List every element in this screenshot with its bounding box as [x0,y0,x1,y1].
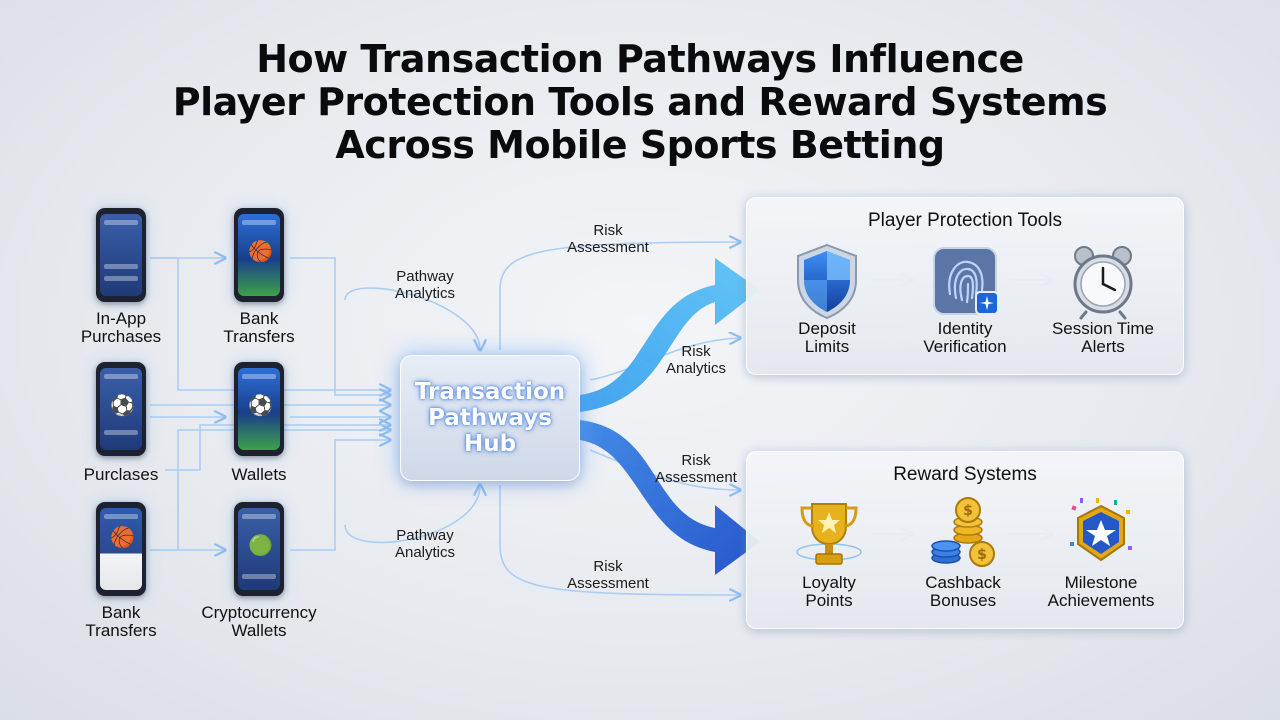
title-line-3: Across Mobile Sports Betting [335,123,945,167]
panel-title-rewards: Reward Systems [893,464,1037,485]
tool-label-line: Alerts [1081,337,1125,356]
flow-label-line: Analytics [665,360,727,377]
tool-label-line: Achievements [1047,591,1155,610]
tool-loyalty-points: Loyalty Points [759,490,899,622]
flow-label-line: Assessment [567,239,649,256]
transaction-pathways-hub: Transaction Pathways Hub [400,355,580,481]
coin-icon: 🟢 [248,535,273,557]
source-label-line: In-App [95,309,147,328]
fingerprint-icon [933,247,999,315]
source-label-line: Wallets [231,465,287,484]
source-label-line: Purchases [80,327,162,346]
source-label-bank-transfers-bottom: Bank Transfers [46,604,196,640]
hub-label: Transaction Pathways Hub [405,379,575,457]
hub-label-line: Pathways [428,405,552,431]
tool-label: Cashback Bonuses [893,574,1033,610]
flow-label-line: Analytics [394,285,456,302]
phone-in-app-purchases [96,208,146,302]
source-label-line: Transfers [223,327,295,346]
tool-label-line: Bonuses [929,591,997,610]
flow-label-line: Risk [681,452,711,469]
source-label-line: Bank [239,309,279,328]
hub-label-line: Transaction [414,379,566,405]
player-protection-panel: Player Protection Tools Deposit Limits [746,197,1184,375]
svg-text:$: $ [963,503,973,519]
arrow-to-rewards [580,420,760,575]
basketball-icon: 🏀 [110,527,135,549]
alarm-clock-icon [1073,246,1133,320]
page-title: How Transaction Pathways Influence Playe… [0,38,1280,167]
flow-label-line: Pathway [396,268,454,285]
phone-wallets: ⚽ [234,362,284,456]
soccer-ball-icon: ⚽ [110,395,135,417]
tool-label-line: Limits [804,337,850,356]
tool-cashback-bonuses: $ $ Cashback Bonuses [893,490,1033,622]
tool-identity-verification: Identity Verification [895,236,1035,368]
tool-label-line: Loyalty [802,573,856,592]
confetti [1070,498,1132,550]
flow-label-line: Risk [593,222,623,239]
basketball-icon: 🏀 [248,241,273,263]
shield-icon [797,243,857,320]
tool-label: Session Time Alerts [1033,320,1173,356]
source-label-line: Cryptocurrency [201,603,317,622]
tool-milestone-achievements: Milestone Achievements [1031,490,1171,622]
tool-deposit-limits: Deposit Limits [757,236,897,368]
tool-label-line: Session Time [1051,319,1155,338]
source-label-wallets: Wallets [184,466,334,484]
tool-session-time-alerts: Session Time Alerts [1033,236,1173,368]
source-label-line: Wallets [231,621,287,640]
star-badge-icon [1070,498,1132,562]
soccer-ball-icon: ⚽ [248,395,273,417]
tool-label: Milestone Achievements [1031,574,1171,610]
panel-title-protection: Player Protection Tools [868,210,1062,231]
phone-bank-transfers-bottom: 🏀 [96,502,146,596]
title-line-2: Player Protection Tools and Reward Syste… [172,80,1108,124]
flow-label-risk-assessment-mid: Risk Assessment [636,452,756,486]
tool-label-line: Verification [923,337,1007,356]
source-label-line: Transfers [85,621,157,640]
title-line-1: How Transaction Pathways Influence [256,37,1024,81]
tool-label: Loyalty Points [759,574,899,610]
flow-label-line: Assessment [655,469,737,486]
source-label-purclases: Purclases [46,466,196,484]
hub-label-line: Hub [463,431,517,457]
phone-bank-transfers-top: 🏀 [234,208,284,302]
tool-label-line: Deposit [798,319,856,338]
flow-label-line: Risk [681,343,711,360]
reward-systems-panel: Reward Systems Loyalty Points $ $ [746,451,1184,629]
flow-label-pathway-analytics-bottom: Pathway Analytics [365,527,485,561]
flow-label-line: Analytics [394,544,456,561]
flow-label-pathway-analytics-top: Pathway Analytics [365,268,485,302]
trophy-icon [796,503,862,565]
coins-icon: $ $ [931,497,995,567]
tool-label-line: Points [805,591,853,610]
tool-label: Identity Verification [895,320,1035,356]
phone-purclases: ⚽ [96,362,146,456]
flow-label-risk-assessment-bottom: Risk Assessment [548,558,668,592]
source-label-bank-transfers-top: Bank Transfers [184,310,334,346]
tool-label-line: Cashback [925,573,1001,592]
source-label-in-app-purchases: In-App Purchases [46,310,196,346]
flow-label-line: Risk [593,558,623,575]
arrow-to-protection [580,258,760,412]
source-label-line: Purclases [83,465,159,484]
phone-cryptocurrency-wallets: 🟢 [234,502,284,596]
flow-label-line: Pathway [396,527,454,544]
flow-label-line: Assessment [567,575,649,592]
tool-label: Deposit Limits [757,320,897,356]
source-label-cryptocurrency-wallets: Cryptocurrency Wallets [184,604,334,640]
source-label-line: Bank [101,603,141,622]
flow-label-risk-analytics: Risk Analytics [636,343,756,377]
svg-text:$: $ [977,547,987,563]
tool-label-line: Identity [937,319,993,338]
flow-label-risk-assessment-top: Risk Assessment [548,222,668,256]
tool-label-line: Milestone [1064,573,1138,592]
